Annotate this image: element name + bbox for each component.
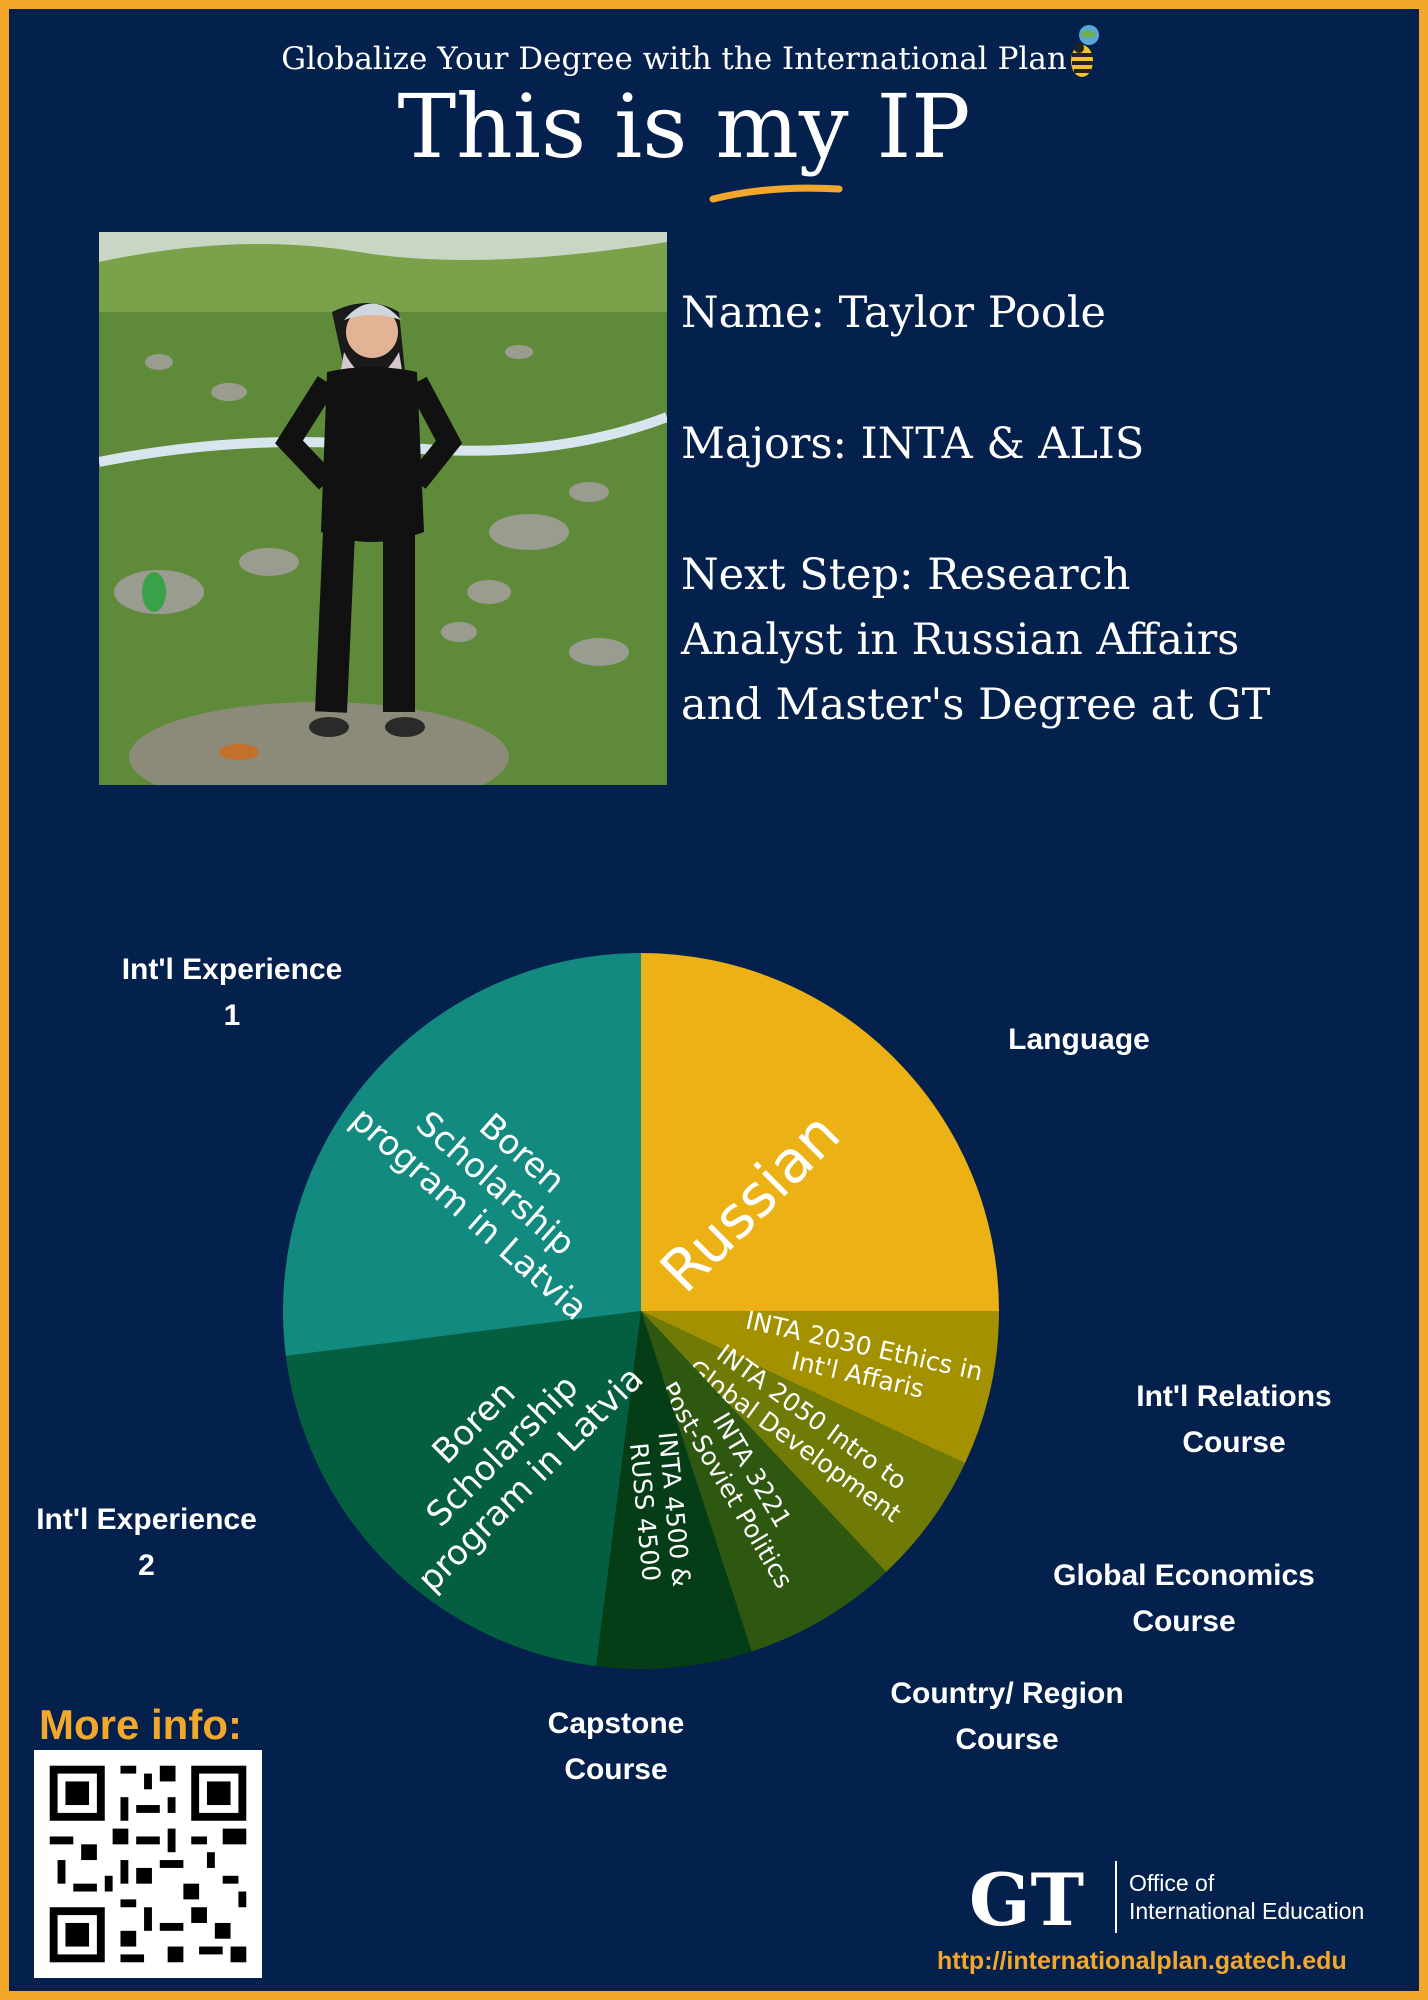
- pie-slice-label-1: INTA 2030 Ethics inInt'l Affaris: [737, 1306, 986, 1416]
- qr-code[interactable]: [34, 1750, 262, 1978]
- category-intl-experience-1: Int'l Experience 1: [97, 947, 367, 1039]
- office-line-2: International Education: [1129, 1898, 1365, 1924]
- profile-majors: Majors: INTA & ALIS: [681, 419, 1145, 469]
- category-intl-experience-2-line1: Int'l Experience: [36, 1503, 257, 1536]
- pie-slice-label-0: Russian: [647, 1099, 853, 1305]
- category-intl-experience-2: Int'l Experience 2: [9, 1497, 284, 1589]
- category-capstone: Capstone Course: [496, 1701, 736, 1793]
- pie-slice-2: [641, 1311, 965, 1572]
- buzz-mascot-icon: [1071, 25, 1099, 77]
- category-intl-experience-2-line2: 2: [138, 1549, 155, 1582]
- category-global-economics: Global Economics Course: [1019, 1553, 1349, 1645]
- category-capstone-line2: Course: [564, 1753, 668, 1786]
- profile-photo: [99, 232, 667, 785]
- gt-logo-text: GT: [969, 1859, 1084, 1937]
- office-name: Office of International Education: [1129, 1869, 1364, 1925]
- category-intl-relations-line1: Int'l Relations: [1136, 1380, 1332, 1413]
- pie-slice-label-3: INTA 3221Post-Soviet Politics: [654, 1362, 824, 1593]
- more-info-label: More info:: [39, 1701, 242, 1748]
- poster-title: This is my IP: [397, 75, 971, 178]
- logo-divider: [1115, 1861, 1117, 1933]
- category-intl-relations-line2: Course: [1182, 1426, 1286, 1459]
- gt-logo-icon: GT: [969, 1857, 1084, 1942]
- title-underline: [709, 184, 843, 203]
- category-country-region: Country/ Region Course: [857, 1671, 1157, 1763]
- office-line-1: Office of: [1129, 1870, 1215, 1896]
- profile-name: Name: Taylor Poole: [681, 288, 1106, 338]
- pie-slice-label-5: BorenScholarshipprogram in Latvia: [353, 1302, 651, 1600]
- qr-code-icon: [49, 1765, 247, 1963]
- pie-slice-1: [641, 1311, 999, 1464]
- gt-logo: GT: [969, 1857, 1104, 1942]
- pie-slice-4: [596, 1311, 752, 1670]
- category-global-economics-line1: Global Economics: [1053, 1559, 1315, 1592]
- category-country-region-line1: Country/ Region: [890, 1677, 1124, 1710]
- profile-next-step-3: and Master's Degree at GT: [681, 680, 1271, 730]
- category-intl-experience-1-line2: 1: [223, 999, 241, 1032]
- category-intl-experience-1-line1: Int'l Experience: [121, 953, 343, 986]
- pie-slice-3: [641, 1311, 887, 1652]
- category-capstone-line1: Capstone: [547, 1707, 685, 1740]
- website-link[interactable]: http://internationalplan.gatech.edu: [937, 1947, 1347, 1975]
- pie-slice-label-6: BorenScholarshipprogram in Latvia: [343, 1039, 648, 1328]
- pie-slice-label-2: INTA 2050 Intro toGlobal Development: [682, 1330, 924, 1528]
- poster-subtitle: Globalize Your Degree with the Internati…: [281, 41, 1067, 77]
- category-intl-relations: Int'l Relations Course: [1094, 1374, 1374, 1466]
- pie-slice-label-4: INTA 4500 &RUSS 4500: [623, 1430, 696, 1590]
- profile-next-step-2: Analyst in Russian Affairs: [681, 615, 1240, 665]
- pie-slice-5: [285, 1311, 641, 1667]
- pie-slice-0: [641, 953, 999, 1311]
- category-country-region-line2: Course: [955, 1723, 1059, 1756]
- profile-next-step-1: Next Step: Research: [681, 550, 1131, 600]
- category-language: Language: [1008, 1023, 1150, 1056]
- category-global-economics-line2: Course: [1132, 1605, 1236, 1638]
